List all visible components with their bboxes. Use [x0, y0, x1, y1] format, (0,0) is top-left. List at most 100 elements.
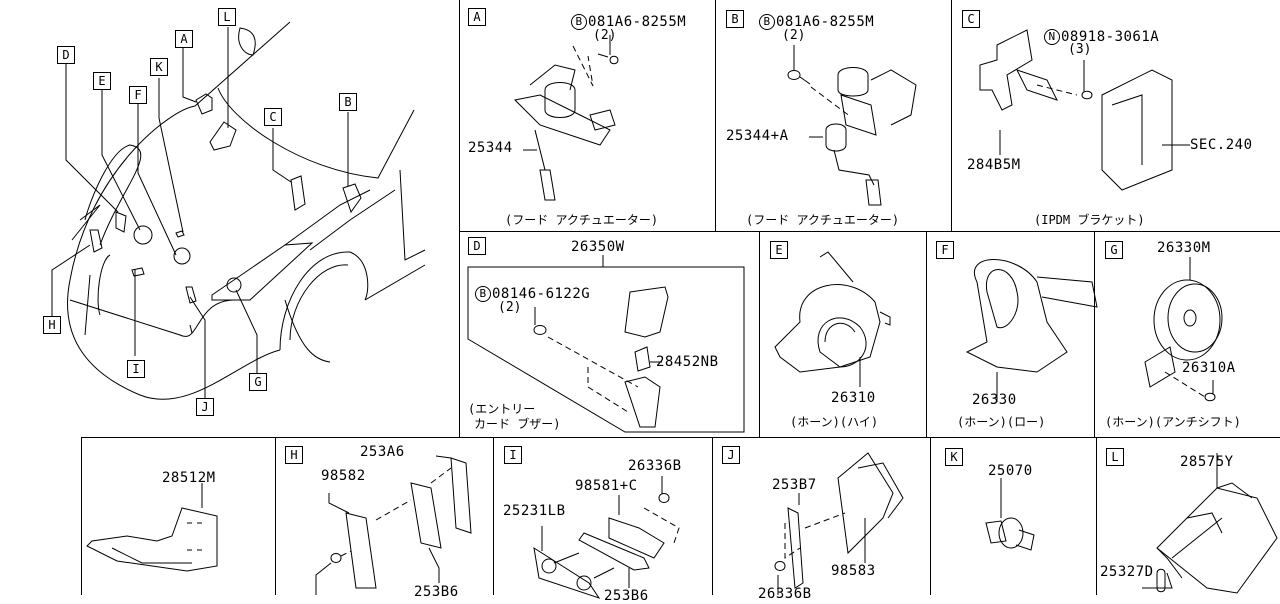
- grid-line: [926, 232, 927, 437]
- low-horn-illustration: [965, 259, 1098, 402]
- bolt-symbol-icon: B: [475, 286, 491, 302]
- part-number[interactable]: 25327D: [1100, 564, 1154, 580]
- assembly-part-number[interactable]: 26350W: [571, 239, 625, 255]
- part-number[interactable]: 253A6: [360, 444, 405, 460]
- panel-caption-line: (エントリー: [468, 402, 536, 416]
- fastener-quantity: (3): [1068, 42, 1092, 57]
- callout-k[interactable]: K: [150, 58, 168, 76]
- panel-i: I 26336B 98581+C 25231LB 253B6: [494, 438, 712, 604]
- part-number[interactable]: 253B7: [772, 477, 817, 493]
- part-number[interactable]: 25070: [988, 463, 1033, 479]
- grid-line: [715, 0, 716, 232]
- part-number[interactable]: 284B5M: [967, 157, 1021, 173]
- bolt-symbol-icon: B: [571, 14, 587, 30]
- panel-l: L 28575Y 25327D: [1097, 438, 1280, 595]
- part-number[interactable]: 26310A: [1182, 360, 1236, 376]
- vehicle-overview: D E F K A L C B H I J G: [0, 0, 459, 437]
- grid-line: [81, 437, 1280, 438]
- panel-tag: G: [1105, 241, 1123, 259]
- bracket-illustration: [86, 483, 218, 572]
- grid-line: [459, 231, 1280, 232]
- part-number[interactable]: 98581+C: [575, 478, 638, 494]
- part-number[interactable]: 98583: [831, 563, 876, 579]
- grid-line: [712, 437, 713, 595]
- panel-e: E 26310 (ホーン)(ハイ): [760, 232, 926, 437]
- control-unit-illustration: [1142, 453, 1278, 594]
- panel-tag: E: [770, 241, 788, 259]
- part-number[interactable]: 26310: [831, 390, 876, 406]
- anti-theft-horn-illustration: [1144, 257, 1223, 402]
- panel-j: J 253B7 98583 26336B: [713, 438, 930, 602]
- callout-l[interactable]: L: [218, 8, 236, 26]
- panel-tag: A: [468, 8, 486, 26]
- panel-caption: (ホーン)(ロー): [957, 415, 1046, 429]
- part-number[interactable]: 25231LB: [503, 503, 566, 519]
- sensor-bracket-illustration: [315, 455, 472, 595]
- entry-card-buzzer-illustration: [467, 255, 745, 433]
- callout-h[interactable]: H: [43, 316, 61, 334]
- panel-tag: I: [504, 446, 522, 464]
- sensor-bracket-illustration: [774, 452, 904, 595]
- panel-k: K 25070: [931, 438, 1096, 595]
- panel-f: F 26330 (ホーン)(ロー): [927, 232, 1098, 437]
- panel-caption: (IPDM ブラケット): [1034, 213, 1145, 227]
- grid-line: [493, 437, 494, 595]
- grid-line: [930, 437, 931, 595]
- part-number[interactable]: 28575Y: [1180, 454, 1234, 470]
- panel-tag: J: [722, 446, 740, 464]
- panel-caption: (フード アクチュエーター): [505, 213, 659, 227]
- panel-tag: K: [945, 448, 963, 466]
- reference-section[interactable]: SEC.240: [1190, 137, 1253, 153]
- panel-g: G 26330M 26310A (ホーン)(アンチシフト): [1095, 232, 1280, 437]
- part-number[interactable]: 253B6: [414, 584, 459, 600]
- fastener-quantity: (2): [593, 28, 617, 43]
- part-number[interactable]: 26330: [972, 392, 1017, 408]
- nut-symbol-icon: N: [1044, 29, 1060, 45]
- callout-j[interactable]: J: [196, 398, 214, 416]
- callout-c[interactable]: C: [264, 108, 282, 126]
- bolt-symbol-icon: B: [759, 14, 775, 30]
- grid-line: [81, 437, 82, 595]
- car-front-illustration: [51, 21, 426, 400]
- panel-h: H 253A6 98582 253B6: [276, 438, 493, 600]
- hood-actuator-illustration: [513, 35, 619, 201]
- panel-caption-line: カード ブザー): [474, 417, 561, 431]
- panel-tag: F: [936, 241, 954, 259]
- fastener-quantity: (2): [498, 300, 522, 315]
- panel-caption: (フード アクチュエーター): [746, 213, 900, 227]
- callout-d[interactable]: D: [57, 46, 75, 64]
- part-number[interactable]: 28512M: [162, 470, 216, 486]
- high-horn-illustration: [774, 251, 891, 387]
- panel-tag: C: [962, 10, 980, 28]
- ipdm-bracket-illustration: [979, 29, 1190, 191]
- part-number[interactable]: 253B6: [604, 588, 649, 604]
- hood-actuator-illustration: [787, 45, 917, 206]
- callout-f[interactable]: F: [129, 86, 147, 104]
- part-number[interactable]: 25344+A: [726, 128, 789, 144]
- part-number[interactable]: 98582: [321, 468, 366, 484]
- part-number[interactable]: 26336B: [758, 586, 812, 602]
- panel-caption: (ホーン)(アンチシフト): [1105, 415, 1241, 429]
- fastener-quantity: (2): [782, 28, 806, 43]
- panel-tag: H: [285, 446, 303, 464]
- part-number[interactable]: 26336B: [628, 458, 682, 474]
- part-number[interactable]: 26330M: [1157, 240, 1211, 256]
- panel-tag: L: [1106, 448, 1124, 466]
- grid-line: [459, 0, 460, 437]
- callout-g[interactable]: G: [249, 373, 267, 391]
- callout-b[interactable]: B: [339, 93, 357, 111]
- callout-e[interactable]: E: [93, 72, 111, 90]
- part-number[interactable]: 28452NB: [656, 354, 719, 370]
- part-number[interactable]: 25344: [468, 140, 513, 156]
- callout-a[interactable]: A: [175, 30, 193, 48]
- panel-bracket: 28512M: [82, 438, 275, 595]
- callout-i[interactable]: I: [127, 360, 145, 378]
